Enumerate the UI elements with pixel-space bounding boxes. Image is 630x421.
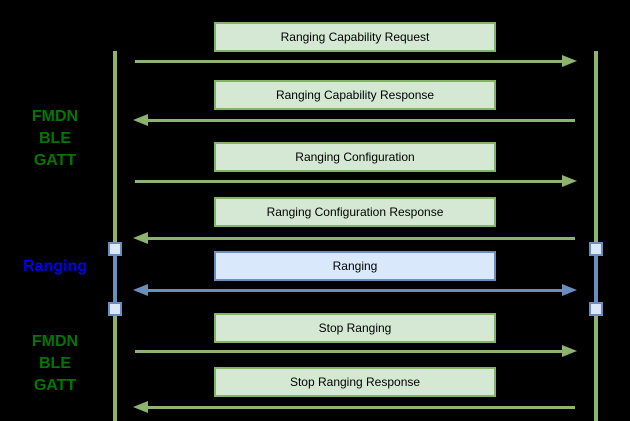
phase-label-line: BLE [39, 355, 71, 372]
phase-label-line: GATT [33, 152, 77, 169]
arrow-shaft [135, 179, 564, 183]
message-box-ranging: Ranging [214, 251, 496, 281]
arrowhead-right-icon [562, 55, 577, 67]
phase-label-fmdn-ble-gatt-bottom: FMDN BLE GATT [0, 331, 110, 397]
message-arrow-left-to-right [133, 345, 577, 357]
phase-label-line: FMDN [31, 108, 79, 125]
activation-marker-icon [108, 242, 122, 256]
lifeline-left [113, 51, 117, 421]
arrowhead-right-icon [562, 175, 577, 187]
message-box-stop-ranging: Stop Ranging [214, 313, 496, 343]
phase-label-line: GATT [33, 377, 77, 394]
arrow-shaft [146, 236, 575, 240]
activation-marker-icon [589, 302, 603, 316]
arrow-shaft [146, 118, 575, 122]
phase-label-line: Ranging [23, 258, 87, 275]
message-arrow-right-to-left [133, 401, 577, 413]
message-arrow-left-to-right [133, 55, 577, 67]
arrowhead-right-icon [562, 345, 577, 357]
message-box-ranging-configuration-response: Ranging Configuration Response [214, 197, 496, 227]
message-box-ranging-configuration: Ranging Configuration [214, 142, 496, 172]
message-box-ranging-capability-request: Ranging Capability Request [214, 22, 496, 52]
phase-label-line: BLE [39, 130, 71, 147]
lifeline-right [594, 51, 598, 421]
ranging-session-segment-right [594, 242, 598, 316]
phase-label-fmdn-ble-gatt-top: FMDN BLE GATT [0, 106, 110, 172]
arrow-shaft [135, 349, 564, 353]
arrowhead-left-icon [133, 114, 148, 126]
activation-marker-icon [589, 242, 603, 256]
message-arrow-left-to-right [133, 175, 577, 187]
phase-label-line: FMDN [31, 333, 79, 350]
phase-label-ranging: Ranging [0, 257, 110, 277]
message-arrow-right-to-left [133, 232, 577, 244]
message-box-stop-ranging-response: Stop Ranging Response [214, 367, 496, 397]
arrow-shaft [146, 288, 564, 292]
arrowhead-left-icon [133, 232, 148, 244]
message-arrow-bidirectional [133, 284, 577, 296]
message-box-ranging-capability-response: Ranging Capability Response [214, 80, 496, 110]
arrow-shaft [135, 59, 564, 63]
message-arrow-right-to-left [133, 114, 577, 126]
activation-marker-icon [108, 302, 122, 316]
arrowhead-right-icon [562, 284, 577, 296]
arrowhead-left-icon [133, 401, 148, 413]
arrowhead-left-icon [133, 284, 148, 296]
arrow-shaft [146, 405, 575, 409]
ranging-session-segment-left [113, 242, 117, 316]
